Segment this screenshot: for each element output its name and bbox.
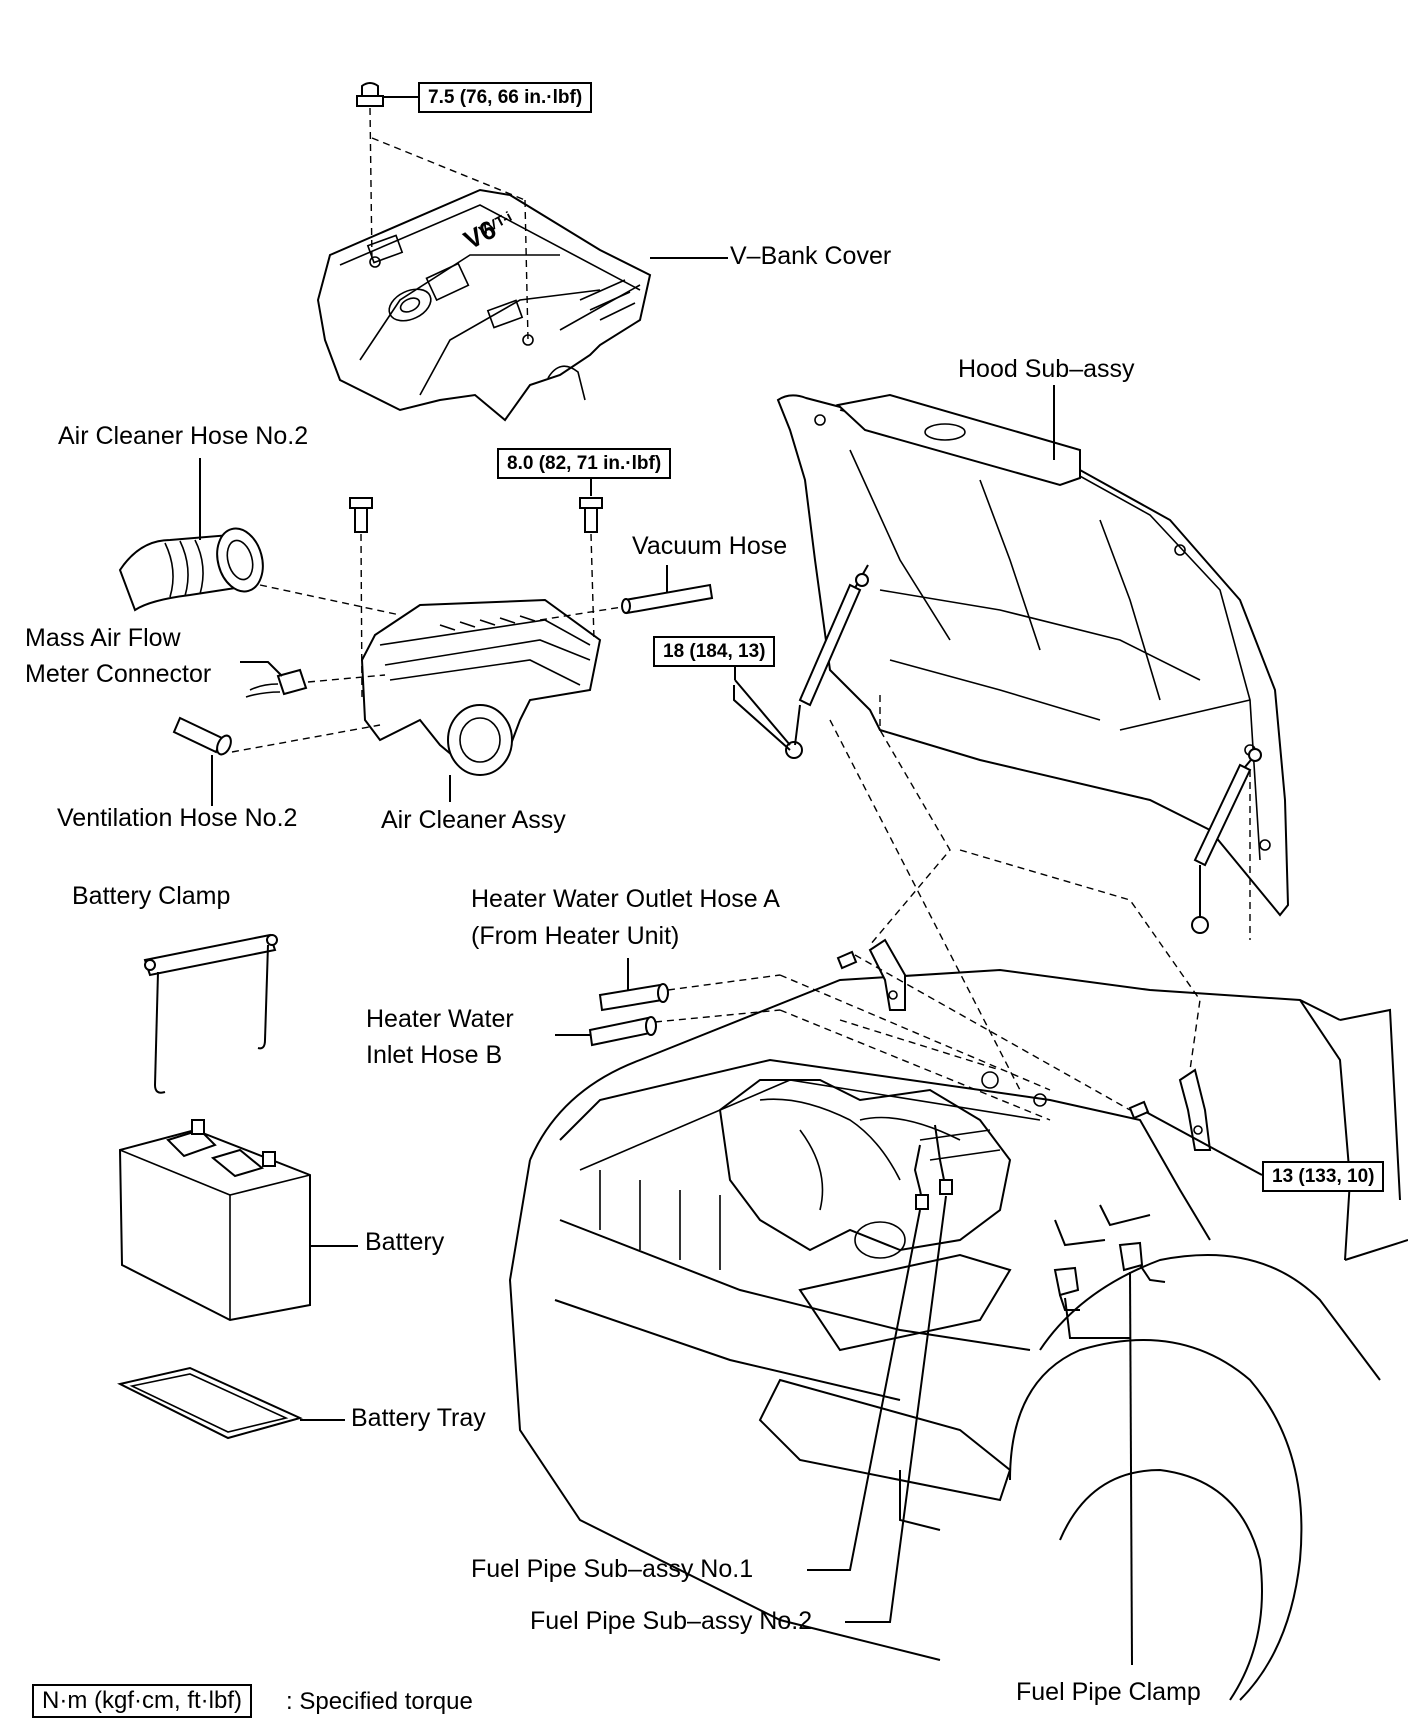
label-heater-inlet-line1: Heater Water bbox=[366, 1005, 514, 1033]
label-v-bank-cover: V–Bank Cover bbox=[730, 242, 892, 270]
label-fuel-pipe-no2: Fuel Pipe Sub–assy No.2 bbox=[530, 1607, 813, 1635]
battery-clamp bbox=[143, 933, 278, 1094]
label-fuel-pipe-no1: Fuel Pipe Sub–assy No.1 bbox=[471, 1555, 754, 1583]
air-cleaner-hose-no2 bbox=[118, 527, 264, 612]
label-mass-air-flow-line1: Mass Air Flow bbox=[25, 624, 181, 652]
hood-support-left bbox=[785, 564, 869, 759]
fuel-pipe-sub-assy-no1 bbox=[913, 1144, 929, 1210]
label-battery-tray: Battery Tray bbox=[351, 1404, 486, 1432]
v-bank-cover bbox=[316, 188, 652, 422]
hood-hinge-bolt-right-icon bbox=[1128, 1100, 1150, 1120]
torque-v-bank-nut: 7.5 (76, 66 in.·lbf) bbox=[418, 82, 593, 113]
fuel-pipe-clamp bbox=[1053, 1204, 1166, 1311]
ventilation-hose-no2 bbox=[172, 716, 232, 756]
vehicle-front bbox=[508, 968, 1408, 1701]
air-cleaner-assy bbox=[360, 598, 602, 776]
label-heater-outlet-line2: (From Heater Unit) bbox=[471, 922, 680, 950]
legend-unit-box: N·m (kgf·cm, ft·lbf) bbox=[32, 1684, 252, 1718]
hood-sub-assy bbox=[776, 393, 1290, 917]
heater-water-outlet-hose-a bbox=[598, 983, 669, 1012]
fuel-pipe-sub-assy-no2 bbox=[934, 1124, 953, 1195]
torque-air-cleaner-bolt: 8.0 (82, 71 in.·lbf) bbox=[497, 448, 672, 479]
hood-hinge-left bbox=[868, 938, 906, 1011]
heater-water-inlet-hose-b bbox=[588, 1016, 657, 1047]
label-heater-inlet-line2: Inlet Hose B bbox=[366, 1041, 503, 1069]
label-hood-sub-assy: Hood Sub–assy bbox=[958, 355, 1135, 383]
vacuum-hose bbox=[621, 583, 714, 615]
label-ventilation-hose-no2: Ventilation Hose No.2 bbox=[57, 804, 298, 832]
engine bbox=[718, 1071, 1047, 1259]
label-battery: Battery bbox=[365, 1228, 445, 1256]
battery bbox=[118, 1119, 311, 1322]
v-bank-cover-nut-icon bbox=[356, 82, 384, 107]
label-air-cleaner-assy: Air Cleaner Assy bbox=[381, 806, 566, 834]
label-mass-air-flow-line2: Meter Connector bbox=[25, 660, 212, 688]
hood-hinge-right bbox=[1178, 1068, 1212, 1151]
label-fuel-pipe-clamp: Fuel Pipe Clamp bbox=[1016, 1678, 1201, 1706]
label-vacuum-hose: Vacuum Hose bbox=[632, 532, 788, 560]
torque-hood-hinge-bolt: 13 (133, 10) bbox=[1262, 1161, 1385, 1192]
air-cleaner-bolt-right-icon bbox=[579, 497, 603, 533]
air-cleaner-bolt-left-icon bbox=[349, 497, 373, 533]
legend-description: : Specified torque bbox=[286, 1688, 473, 1715]
torque-hood-support: 18 (184, 13) bbox=[653, 636, 776, 667]
hood-hinge-bolt-left-icon bbox=[836, 950, 858, 970]
label-battery-clamp: Battery Clamp bbox=[72, 882, 231, 910]
label-air-cleaner-hose-no2: Air Cleaner Hose No.2 bbox=[58, 422, 309, 450]
mass-air-flow-connector bbox=[245, 668, 308, 698]
label-heater-outlet-line1: Heater Water Outlet Hose A bbox=[471, 885, 780, 913]
battery-tray bbox=[117, 1366, 303, 1440]
